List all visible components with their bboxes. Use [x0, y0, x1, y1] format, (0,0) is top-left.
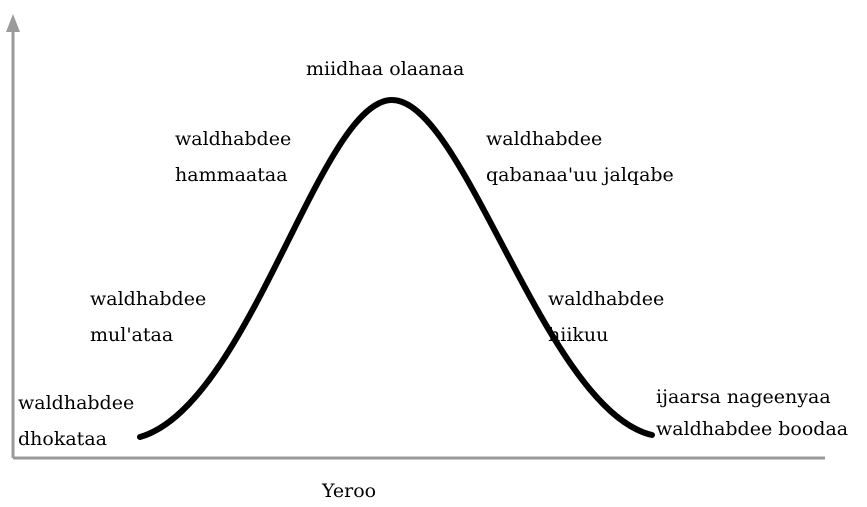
stage-label-hammaataa: waldhabdee hammaataa — [175, 128, 292, 186]
x-axis-label: Yeroo — [322, 480, 377, 502]
peak-label: miidhaa olaanaa — [306, 58, 465, 80]
y-axis-arrowhead — [6, 14, 20, 32]
conflict-curve — [137, 96, 655, 440]
stage-label-mulataa: waldhabdee mul'ataa — [90, 288, 207, 346]
stage-label-qabanaa: waldhabdee qabanaa'uu jalqabe — [486, 128, 674, 186]
stage-label-end: ijaarsa nageenyaa waldhabdee boodaa — [656, 386, 849, 440]
stage-label-hiikuu: waldhabdee hiikuu — [548, 288, 665, 346]
stage-label-dhokataa: waldhabdee dhokataa — [18, 392, 135, 450]
